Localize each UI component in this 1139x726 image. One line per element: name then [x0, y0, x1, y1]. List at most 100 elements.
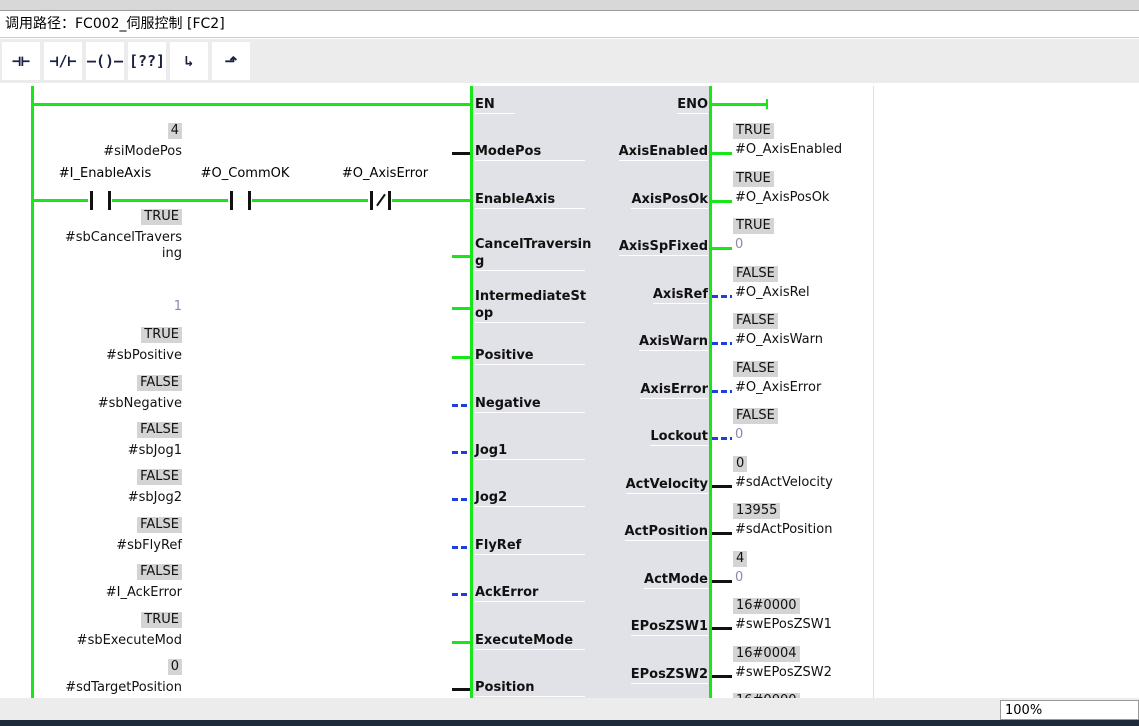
input-wire [452, 688, 470, 691]
pin-actvelocity: ActVelocity [625, 476, 708, 494]
output-value: FALSE [733, 265, 778, 282]
normally-closed-contact-button[interactable]: ⊣/⊢ [44, 42, 82, 80]
close-branch-button[interactable]: ⬏ [212, 42, 250, 80]
empty-box-button[interactable]: [??] [128, 42, 166, 80]
contact-operand: #I_EnableAxis [58, 166, 152, 181]
operand-text: ing [161, 246, 182, 261]
output-operand[interactable]: #O_AxisRel [735, 284, 810, 300]
pin-label: Position [475, 680, 535, 695]
input-value: TRUE [141, 327, 182, 343]
output-operand[interactable]: #swEPosZSW2 [735, 664, 832, 680]
contact-nc-right[interactable] [388, 191, 391, 210]
contact-operand: #O_AxisError [341, 166, 429, 181]
output-value: 4 [733, 550, 748, 567]
input-operand[interactable]: #I_AckError [106, 585, 182, 601]
pin-axisref: AxisRef [652, 286, 708, 304]
pin-eposzsw1: EPosZSW1 [630, 619, 708, 636]
output-operand[interactable]: #O_AxisWarn [735, 332, 823, 347]
input-operand[interactable]: #sbPositive [106, 348, 182, 364]
input-wire [452, 152, 470, 155]
input-value: TRUE [141, 209, 182, 225]
operand-text: #sbNegative [97, 396, 182, 411]
input-wire [452, 451, 470, 454]
eno-end [766, 99, 768, 109]
output-operand[interactable]: #sdActPosition [735, 522, 833, 537]
contact-no-left[interactable] [90, 191, 93, 210]
pin-label: ModePos [475, 144, 542, 159]
status-bar [0, 698, 1139, 720]
pin-label: g [475, 254, 485, 269]
output-value: 16#0000 [733, 693, 800, 698]
pin-eposzsw2: EPosZSW2 [630, 666, 708, 684]
input-wire [452, 404, 470, 407]
input-operand[interactable]: #sbExecuteMod [77, 633, 182, 649]
input-value: 0 [167, 659, 182, 675]
contact-no-right[interactable] [248, 191, 251, 210]
output-value: FALSE [733, 408, 778, 424]
pin-label: Positive [475, 348, 534, 363]
contact-no-right[interactable] [108, 191, 111, 210]
input-wire [452, 356, 470, 359]
output-wire [712, 389, 732, 393]
pin-flyref: FlyRef [475, 537, 585, 555]
block-left-edge [470, 86, 473, 698]
contact-gap [88, 191, 112, 210]
output-wire [712, 247, 732, 250]
pin-positive: Positive [475, 347, 585, 365]
pin-jog1: Jog1 [475, 442, 585, 460]
ladder-network[interactable]: EN ENO #I_EnableAxis#O_CommOK#O_AxisErro… [0, 86, 874, 698]
coil-button[interactable]: –()– [86, 42, 124, 80]
pin-canceltraversing: CancelTraversin g [475, 236, 592, 271]
normally-open-contact-button[interactable]: ⊣⊢ [2, 42, 40, 80]
input-operand[interactable]: #sdTargetPosition [65, 680, 182, 696]
pin-label: IntermediateSt [475, 289, 587, 304]
input-wire [452, 546, 470, 549]
contact-nc-left[interactable] [370, 191, 373, 210]
top-splitter[interactable] [0, 0, 1139, 11]
output-wire [712, 199, 732, 203]
output-wire [712, 532, 732, 535]
output-value: FALSE [733, 313, 778, 329]
input-operand[interactable]: #sbFlyRef [116, 538, 182, 554]
output-operand[interactable]: #O_AxisPosOk [735, 189, 830, 205]
pin-label: op [475, 306, 494, 321]
pin-axiswarn: AxisWarn [639, 334, 708, 351]
operand-text: #siModePos [103, 144, 182, 159]
output-operand[interactable]: 0 [735, 427, 744, 442]
pin-axisenabled: AxisEnabled [618, 144, 708, 161]
en-pin: EN [475, 96, 515, 114]
output-operand[interactable]: #O_AxisEnabled [735, 142, 843, 157]
operand-text: 1 [173, 299, 182, 314]
output-wire [712, 484, 732, 488]
output-operand[interactable]: #sdActVelocity [735, 474, 833, 490]
pin-label: FlyRef [475, 538, 522, 553]
operand-text: #sbExecuteMod [76, 633, 182, 648]
output-operand[interactable]: 0 [735, 237, 744, 252]
fb-block[interactable] [470, 86, 712, 698]
contact-no-left[interactable] [230, 191, 233, 210]
output-value: FALSE [733, 360, 778, 377]
input-operand[interactable]: #siModePos [103, 144, 182, 160]
output-operand[interactable]: 0 [735, 569, 744, 585]
block-right-edge [709, 86, 712, 698]
ladder-toolbar: ⊣⊢⊣/⊢–()–[??]↳⬏ [0, 39, 1139, 83]
open-branch-button[interactable]: ↳ [170, 42, 208, 80]
operand-text: #I_AckError [105, 585, 182, 600]
input-wire [452, 498, 470, 501]
output-operand[interactable]: #O_AxisError [735, 379, 822, 395]
input-wire [452, 641, 470, 644]
pin-lockout: Lockout [650, 429, 708, 446]
output-value: TRUE [733, 170, 774, 187]
pin-label: CancelTraversin [475, 237, 592, 252]
input-operand[interactable]: #sbNegative [98, 396, 182, 412]
input-operand[interactable]: 1 [174, 299, 182, 315]
output-value: 16#0000 [733, 598, 800, 614]
output-operand[interactable]: #swEPosZSW1 [735, 617, 832, 632]
input-operand[interactable]: #sbJog1 [128, 443, 182, 459]
input-operand[interactable]: #sbJog2 [128, 490, 182, 506]
zoom-field[interactable]: 100% [1000, 700, 1139, 720]
en-wire [31, 103, 471, 106]
pin-negative: Negative [475, 395, 585, 413]
input-wire [452, 307, 470, 310]
